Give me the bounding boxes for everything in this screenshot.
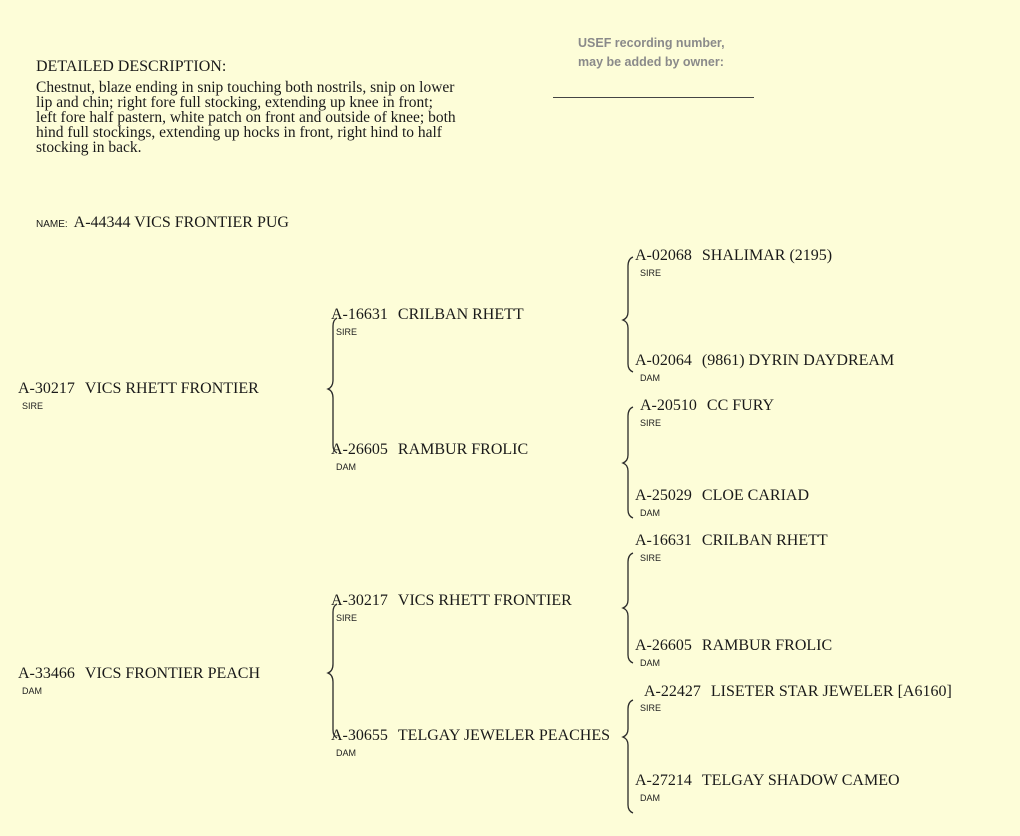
description-heading: DETAILED DESCRIPTION:: [36, 58, 227, 75]
horse-name: CRILBAN RHETT: [397, 306, 524, 323]
pedigree-sire: A-30217 VICS RHETT FRONTIER: [18, 380, 259, 398]
reg-number: A-25029: [635, 487, 692, 504]
role-label: DAM: [336, 462, 356, 472]
role-label: DAM: [640, 373, 660, 383]
description-line: stocking in back.: [36, 139, 142, 156]
reg-number: A-22427: [644, 683, 701, 700]
description-line: lip and chin; right fore full stocking, …: [36, 94, 433, 111]
pedigree-great-grandsire: A-20510 CC FURY: [640, 397, 774, 415]
horse-name: (9861) DYRIN DAYDREAM: [701, 352, 895, 369]
horse-name: RAMBUR FROLIC: [397, 441, 529, 458]
brace: [621, 256, 634, 373]
usef-line-2: may be added by owner:: [578, 55, 724, 69]
horse-name: VICS FRONTIER PEACH: [84, 665, 261, 682]
horse-name: VICS RHETT FRONTIER: [397, 592, 572, 609]
role-label: DAM: [640, 508, 660, 518]
horse-name: LISETER STAR JEWELER [A6160]: [710, 683, 952, 700]
horse-name: TELGAY JEWELER PEACHES: [397, 727, 611, 744]
horse-name: CC FURY: [706, 397, 775, 414]
horse-name-row: NAME: A-44344 VICS FRONTIER PUG: [36, 214, 289, 232]
reg-number: A-16631: [635, 532, 692, 549]
horse-name: TELGAY SHADOW CAMEO: [701, 772, 900, 789]
brace: [621, 406, 634, 519]
horse-name: A-44344 VICS FRONTIER PUG: [73, 214, 289, 231]
role-label: SIRE: [640, 703, 662, 713]
role-label: SIRE: [22, 401, 44, 411]
pedigree-great-granddam: A-27214 TELGAY SHADOW CAMEO: [635, 772, 900, 790]
description-line: hind full stockings, extending up hocks …: [36, 124, 442, 141]
horse-name: CLOE CARIAD: [701, 487, 809, 504]
brace: [326, 603, 338, 739]
brace: [621, 699, 634, 814]
reg-number: A-30217: [331, 592, 388, 609]
reg-number: A-33466: [18, 665, 75, 682]
pedigree-great-grandsire: A-16631 CRILBAN RHETT: [635, 532, 828, 550]
description-line: Chestnut, blaze ending in snip touching …: [36, 79, 455, 96]
reg-number: A-20510: [640, 397, 697, 414]
description-text: Chestnut, blaze ending in snip touching …: [36, 79, 526, 156]
role-label: DAM: [22, 686, 42, 696]
role-label: SIRE: [640, 268, 662, 278]
pedigree-great-granddam: A-02064 (9861) DYRIN DAYDREAM: [635, 352, 894, 370]
role-label: SIRE: [640, 418, 662, 428]
reg-number: A-30217: [18, 380, 75, 397]
reg-number: A-27214: [635, 772, 692, 789]
horse-name: CRILBAN RHETT: [701, 532, 828, 549]
horse-name: SHALIMAR (2195): [701, 247, 833, 264]
pedigree-great-granddam: A-26605 RAMBUR FROLIC: [635, 637, 832, 655]
pedigree-grandsire: A-30217 VICS RHETT FRONTIER: [331, 592, 572, 610]
role-label: DAM: [336, 748, 356, 758]
usef-line-1: USEF recording number,: [578, 36, 725, 50]
pedigree-great-granddam: A-25029 CLOE CARIAD: [635, 487, 809, 505]
role-label: DAM: [640, 793, 660, 803]
pedigree-great-grandsire: A-02068 SHALIMAR (2195): [635, 247, 832, 265]
pedigree-granddam: A-26605 RAMBUR FROLIC: [331, 441, 528, 459]
reg-number: A-26605: [635, 637, 692, 654]
reg-number: A-30655: [331, 727, 388, 744]
role-label: SIRE: [336, 327, 358, 337]
usef-number-blank: [553, 97, 754, 98]
brace: [621, 552, 634, 664]
reg-number: A-02064: [635, 352, 692, 369]
brace: [326, 317, 338, 454]
pedigree-great-grandsire: A-22427 LISETER STAR JEWELER [A6160]: [644, 683, 952, 701]
name-label: NAME:: [36, 219, 68, 230]
horse-name: RAMBUR FROLIC: [701, 637, 833, 654]
role-label: SIRE: [640, 553, 662, 563]
reg-number: A-26605: [331, 441, 388, 458]
description-line: left fore half pastern, white patch on f…: [36, 109, 456, 126]
pedigree-granddam: A-30655 TELGAY JEWELER PEACHES: [331, 727, 610, 745]
reg-number: A-02068: [635, 247, 692, 264]
pedigree-grandsire: A-16631 CRILBAN RHETT: [331, 306, 524, 324]
horse-name: VICS RHETT FRONTIER: [84, 380, 259, 397]
role-label: DAM: [640, 658, 660, 668]
reg-number: A-16631: [331, 306, 388, 323]
pedigree-dam: A-33466 VICS FRONTIER PEACH: [18, 665, 260, 683]
role-label: SIRE: [336, 613, 358, 623]
usef-recording-note: USEF recording number, may be added by o…: [578, 34, 725, 72]
